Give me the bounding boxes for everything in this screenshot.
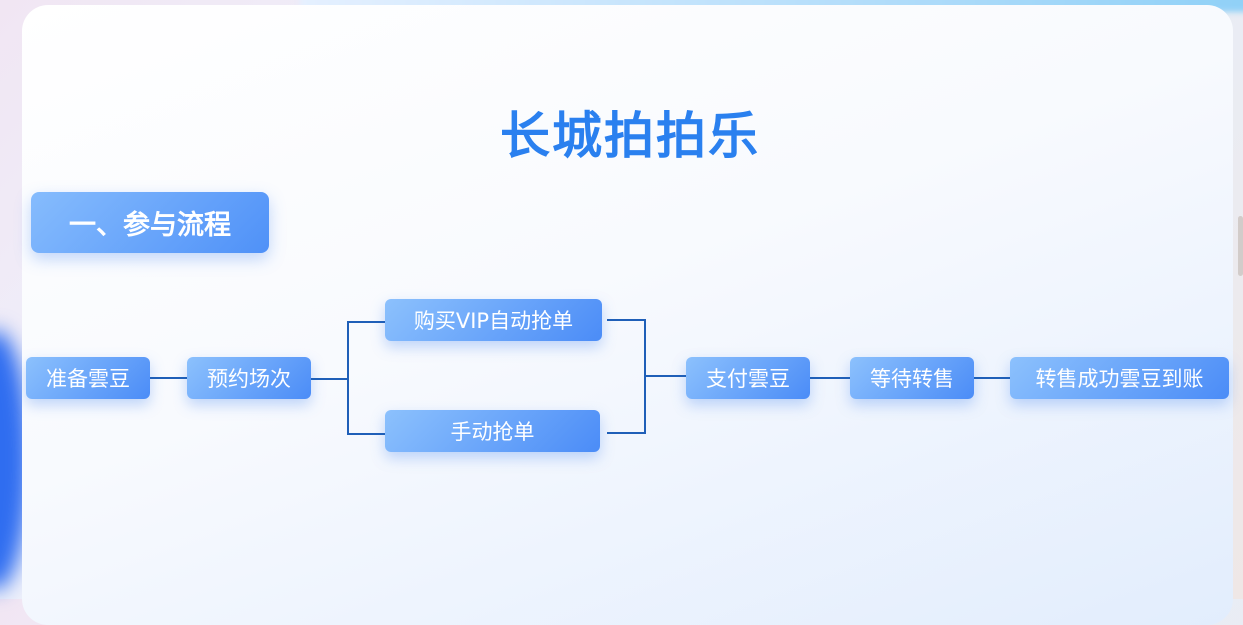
flow-node-pay: 支付雲豆 [686,357,810,399]
connector [150,377,187,379]
flow-node-done: 转售成功雲豆到账 [1010,357,1229,399]
flow-node-reserve: 预约场次 [187,357,311,399]
connector [347,321,385,323]
connector [607,319,646,321]
connector [607,432,646,434]
section-heading: 一、参与流程 [31,192,269,253]
connector [311,378,349,380]
flow-node-prepare: 准备雲豆 [26,357,150,399]
flow-node-manual: 手动抢单 [385,410,600,452]
connector [810,377,850,379]
page-title: 长城拍拍乐 [500,107,760,165]
connector [644,375,686,377]
connector [974,377,1010,379]
scrollbar-thumb[interactable] [1238,216,1243,276]
flow-node-vip: 购买VIP自动抢单 [385,299,602,341]
flow-node-wait: 等待转售 [850,357,974,399]
content-card [22,5,1233,625]
connector [347,433,385,435]
connector [347,321,349,435]
